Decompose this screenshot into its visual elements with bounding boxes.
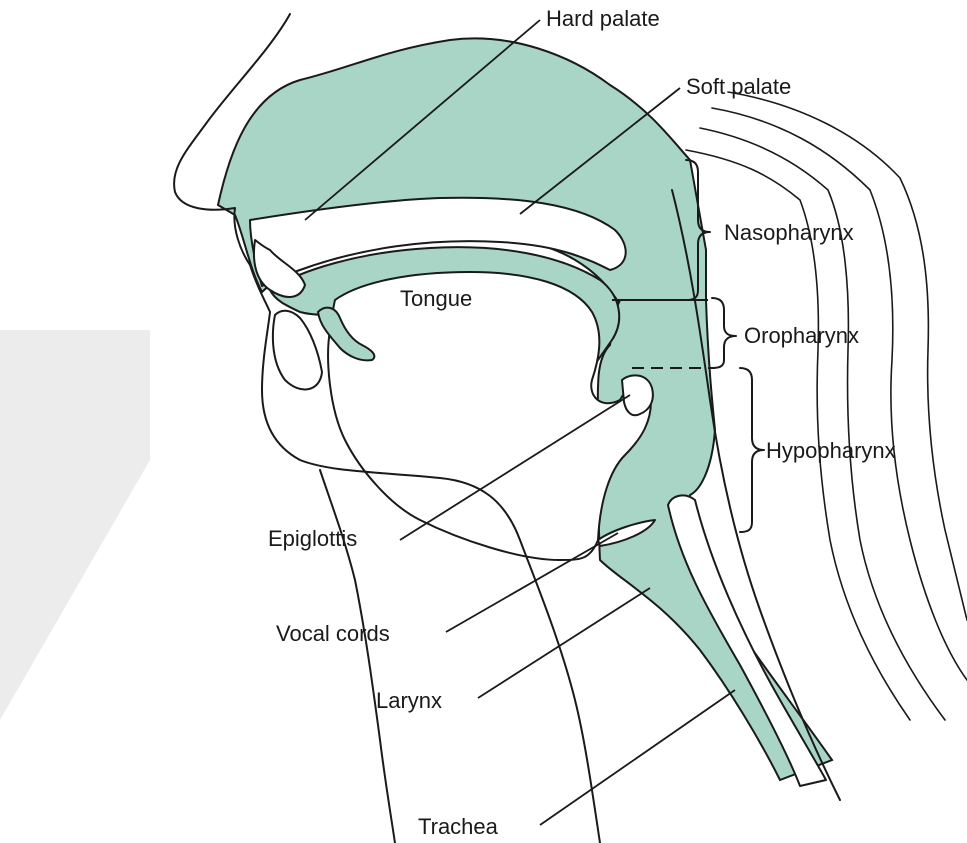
lower-lip (273, 311, 322, 390)
hard-palate-label: Hard palate (546, 6, 660, 31)
hypopharynx-brace (740, 368, 764, 532)
vocal-cords-label: Vocal cords (276, 621, 390, 646)
epiglottis-shape (622, 375, 653, 415)
trachea-label: Trachea (418, 814, 499, 839)
epiglottis-label: Epiglottis (268, 526, 357, 551)
soft-palate-label: Soft palate (686, 74, 791, 99)
hypopharynx-label: Hypopharynx (766, 438, 896, 463)
larynx-leader (478, 588, 650, 698)
tongue-label: Tongue (400, 286, 472, 311)
trachea-leader (540, 690, 735, 825)
oropharynx-brace (712, 298, 736, 368)
nasopharynx-label: Nasopharynx (724, 220, 854, 245)
oropharynx-label: Oropharynx (744, 323, 859, 348)
larynx-label: Larynx (376, 688, 442, 713)
watermark-chevron (0, 330, 150, 720)
